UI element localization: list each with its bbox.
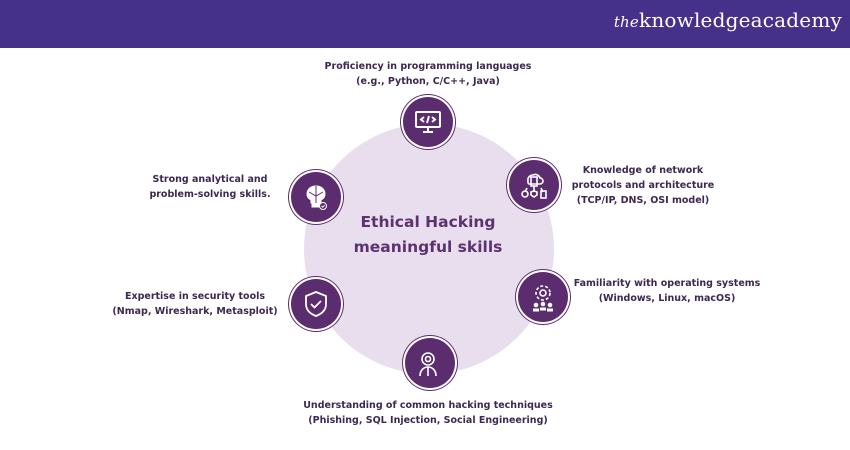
label-line: problem-solving skills. [149,189,271,200]
title-line-1: Ethical Hacking [360,213,496,231]
network-cloud-icon [509,160,559,210]
label-line: Familiarity with operating systems [573,278,761,289]
logo-name: knowledgeacademy [639,8,842,32]
shield-check-icon [291,279,341,329]
label-line: (Nmap, Wireshark, Metasploit) [112,306,278,317]
hacker-icon [405,338,455,388]
skill-label-tools: Expertise in security tools (Nmap, Wires… [105,289,285,319]
label-line: protocols and architecture [571,180,715,191]
label-line: (TCP/IP, DNS, OSI model) [576,195,710,206]
brand-logo[interactable]: theknowledgeacademy [614,8,842,32]
label-line: Understanding of common hacking techniqu… [303,400,553,411]
code-monitor-icon [403,97,453,147]
label-line: (Phishing, SQL Injection, Social Enginee… [308,415,548,426]
label-line: Knowledge of network [582,165,704,176]
label-line: (e.g., Python, C/C++, Java) [356,76,500,87]
label-line: (Windows, Linux, macOS) [598,293,736,304]
label-line: Expertise in security tools [124,291,266,302]
diagram-title: Ethical Hacking meaningful skills [328,210,528,260]
os-gear-users-icon [518,272,568,322]
skill-label-programming: Proficiency in programming languages (e.… [318,59,538,89]
logo-prefix: the [613,13,639,31]
label-line: Strong analytical and [152,174,268,185]
skill-label-network: Knowledge of network protocols and archi… [568,163,718,208]
title-line-2: meaningful skills [353,238,503,256]
skill-label-analytical: Strong analytical and problem-solving sk… [140,172,280,202]
central-circle [304,124,554,374]
brain-bulb-icon [291,172,341,222]
label-line: Proficiency in programming languages [324,61,532,72]
skill-label-hacking: Understanding of common hacking techniqu… [298,398,558,428]
skill-label-os: Familiarity with operating systems (Wind… [572,276,762,306]
header-bar: theknowledgeacademy [0,0,850,48]
